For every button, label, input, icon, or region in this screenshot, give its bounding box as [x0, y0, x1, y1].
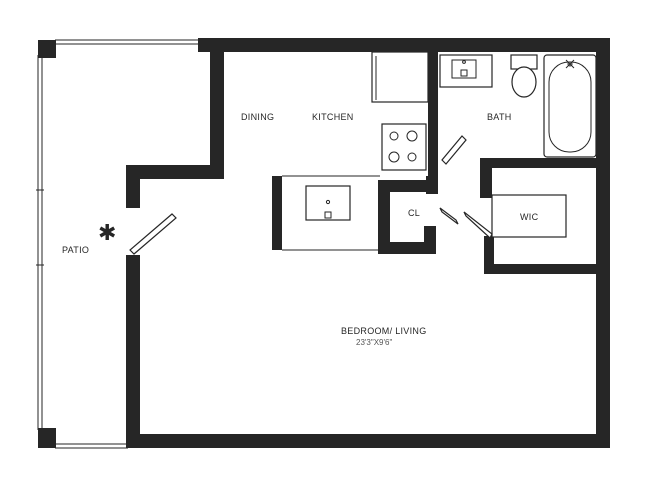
closet [378, 180, 436, 254]
kitchen-bath-wall [428, 52, 438, 180]
room-label-bath: BATH [487, 112, 512, 122]
exterior-walls [126, 38, 610, 448]
room-label-dining: DINING [241, 112, 274, 122]
kitchen-fixtures [272, 51, 438, 251]
toilet-bowl [511, 66, 537, 98]
room-label-patio: PATIO [62, 245, 89, 255]
walk-in-closet [439, 158, 610, 274]
bathtub [543, 54, 597, 158]
room-label-kitchen: KITCHEN [312, 112, 354, 122]
room-label-wic: WIC [520, 212, 539, 222]
bath [439, 54, 597, 165]
island-end [272, 176, 282, 250]
patio-post-top [38, 40, 56, 58]
refrigerator [371, 51, 429, 103]
wic-shelf [491, 194, 567, 238]
patio-enclosure [36, 39, 200, 449]
room-label-closet: CL [408, 208, 420, 218]
room-dimensions-bedroom-living: 23'3"X9'6" [356, 338, 392, 347]
room-label-bedroom-living: BEDROOM/ LIVING [341, 326, 427, 336]
patio-door [129, 213, 177, 255]
asterisk-icon: ✱ [98, 221, 116, 246]
stove [381, 123, 427, 171]
patio-post-bottom [38, 428, 56, 448]
room-labels: PATIO DINING KITCHEN BATH CL WIC BEDROOM… [62, 112, 539, 347]
